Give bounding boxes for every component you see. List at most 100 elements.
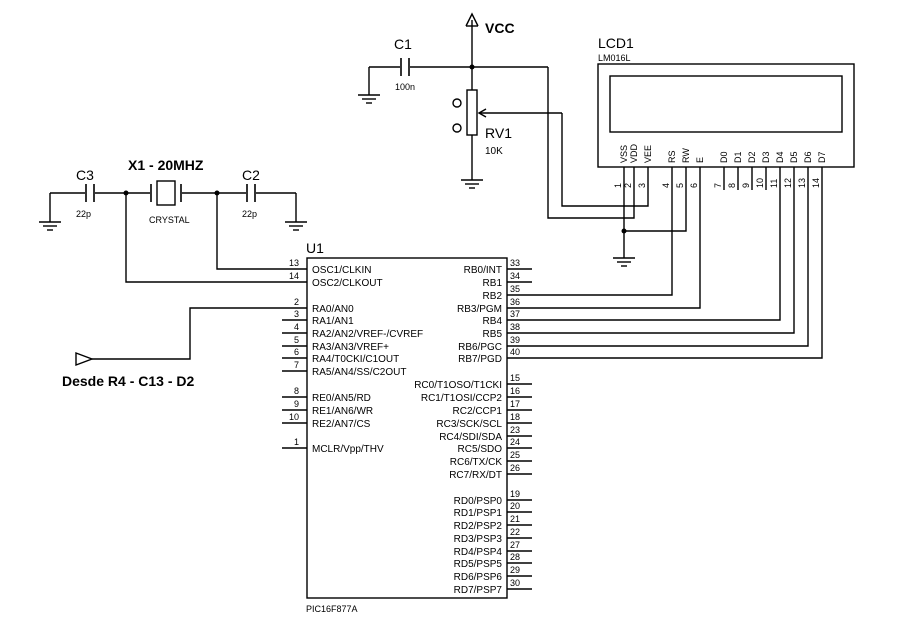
mcu-right-pin-number: 17	[510, 399, 520, 409]
mcu-left-pin-number: 10	[289, 412, 299, 422]
mcu-left-pin-label: RE1/AN6/WR	[312, 406, 373, 417]
mcu-left-pin-number: 2	[294, 297, 299, 307]
lcd-pin-name: D7	[817, 151, 827, 163]
mcu-right-pin-label: RC3/SCK/SCL	[436, 419, 502, 430]
mcu-left-pin-label: MCLR/Vpp/THV	[312, 444, 384, 455]
lcd-pin-name: D4	[775, 151, 785, 163]
lcd-pin-name: E	[695, 157, 705, 163]
mcu-right-pin-number: 21	[510, 514, 520, 524]
mcu-left-pin-label: RA1/AN1	[312, 316, 354, 327]
mcu-left-pin-number: 7	[294, 360, 299, 370]
capacitor-c1: C1 100n	[358, 36, 548, 104]
lcd-pins: VSS1VDD2VEE3RS4RW5E6D07D18D29D310D411D51…	[613, 143, 827, 190]
mcu-right-pin-number: 37	[510, 309, 520, 319]
pic-mcu: U1 PIC16F877A 13OSC1/CLKIN14OSC2/CLKOUT2…	[282, 240, 532, 614]
c2-value: 22p	[242, 209, 257, 219]
lcd-pin-number: 8	[727, 183, 737, 188]
mcu-right-pin-label: RB0/INT	[464, 265, 502, 276]
mcu-right-pin-number: 27	[510, 540, 520, 550]
mcu-right-pin-number: 22	[510, 527, 520, 537]
mcu-left-pin-label: OSC1/CLKIN	[312, 265, 371, 276]
mcu-left-pin-label: RE2/AN7/CS	[312, 419, 371, 430]
potentiometer-rv1: RV1 10K	[452, 67, 562, 189]
mcu-right-pin-number: 34	[510, 271, 520, 281]
mcu-right-pin-label: RD6/PSP6	[454, 572, 503, 583]
mcu-right-pin-label: RC7/RX/DT	[449, 470, 502, 481]
input-label: Desde R4 - C13 - D2	[62, 373, 194, 389]
mcu-right-pin-number: 20	[510, 501, 520, 511]
portb-lcd-wires	[532, 190, 823, 359]
mcu-right-pin-number: 19	[510, 489, 520, 499]
mcu-left-pins: 13OSC1/CLKIN14OSC2/CLKOUT2RA0/AN03RA1/AN…	[282, 258, 423, 455]
lcd-pin-number: 5	[675, 183, 685, 188]
portb-wire	[532, 190, 781, 321]
mcu-right-pin-label: RB2	[483, 291, 503, 302]
mcu-right-pin-number: 15	[510, 373, 520, 383]
lcd-screen	[609, 75, 843, 133]
input-signal: Desde R4 - C13 - D2	[62, 307, 282, 389]
rv1-ref: RV1	[485, 125, 512, 141]
lcd-pin-number: 10	[755, 178, 765, 188]
lcd-pin-name: VEE	[643, 145, 653, 163]
rv1-value: 10K	[485, 146, 503, 157]
c1-value: 100n	[395, 82, 415, 92]
mcu-left-pin-label: RA5/AN4/SS/C2OUT	[312, 367, 406, 378]
mcu-right-pin-label: RC1/T1OSI/CCP2	[421, 393, 503, 404]
mcu-right-pin-number: 36	[510, 297, 520, 307]
crystal-ref: X1 - 20MHZ	[128, 157, 204, 173]
lcd-pin-name: D0	[719, 151, 729, 163]
lcd-pin-name: VSS	[619, 145, 629, 163]
lcd-pin-number: 12	[783, 178, 793, 188]
mcu-left-pin-number: 9	[294, 399, 299, 409]
mcu-left-pin-number: 3	[294, 309, 299, 319]
mcu-left-pin-label: RA2/AN2/VREF-/CVREF	[312, 329, 423, 340]
mcu-left-pin-number: 8	[294, 386, 299, 396]
mcu-body	[306, 257, 508, 599]
mcu-right-pin-number: 16	[510, 386, 520, 396]
mcu-right-pin-number: 24	[510, 437, 520, 447]
mcu-left-pin-number: 14	[289, 271, 299, 281]
lcd-module: LCD1 LM016L VSS1VDD2VEE3RS4RW5E6D07D18D2…	[597, 35, 855, 190]
mcu-right-pin-label: RC0/T1OSO/T1CKI	[414, 380, 502, 391]
lcd-pin-number: 4	[661, 183, 671, 188]
c3-value: 22p	[76, 209, 91, 219]
mcu-right-pin-label: RD1/PSP1	[454, 508, 503, 519]
crystal-section: X1 - 20MHZ CRYSTAL C3 22p C2 22p	[39, 157, 307, 283]
mcu-left-pin-number: 13	[289, 258, 299, 268]
mcu-right-pin-number: 28	[510, 552, 520, 562]
portb-wire	[532, 190, 823, 359]
mcu-right-pin-label: RB3/PGM	[457, 304, 502, 315]
mcu-left-pin-label: OSC2/CLKOUT	[312, 278, 383, 289]
lcd-model: LM016L	[598, 53, 631, 63]
lcd-pin-number: 3	[637, 183, 647, 188]
lcd-pin-number: 14	[811, 178, 821, 188]
mcu-right-pin-label: RC6/TX/CK	[450, 457, 503, 468]
mcu-left-pin-number: 1	[294, 437, 299, 447]
mcu-right-pin-label: RD2/PSP2	[454, 521, 503, 532]
mcu-right-pin-number: 33	[510, 258, 520, 268]
mcu-right-pin-number: 35	[510, 284, 520, 294]
mcu-left-pin-label: RA4/T0CKI/C1OUT	[312, 354, 399, 365]
portb-wire	[532, 190, 809, 347]
mcu-right-pin-label: RC4/SDI/SDA	[439, 432, 502, 443]
mcu-left-pin-number: 4	[294, 322, 299, 332]
mcu-right-pin-label: RD4/PSP4	[454, 547, 503, 558]
mcu-left-pin-number: 6	[294, 347, 299, 357]
mcu-part: PIC16F877A	[306, 604, 358, 614]
mcu-right-pin-label: RD3/PSP3	[454, 534, 503, 545]
mcu-right-pin-label: RC2/CCP1	[453, 406, 503, 417]
mcu-right-pin-label: RD7/PSP7	[454, 585, 503, 596]
mcu-right-pin-number: 40	[510, 347, 520, 357]
lcd-pin-name: RW	[681, 148, 691, 163]
mcu-right-pin-label: RB1	[483, 278, 503, 289]
mcu-right-pin-number: 30	[510, 578, 520, 588]
c1-ref: C1	[394, 36, 412, 52]
lcd-pin-number: 2	[623, 183, 633, 188]
mcu-right-pin-number: 23	[510, 425, 520, 435]
mcu-right-pin-label: RB4	[483, 316, 503, 327]
mcu-right-pin-number: 26	[510, 463, 520, 473]
mcu-right-pin-label: RB7/PGD	[458, 354, 502, 365]
mcu-right-pin-label: RC5/SDO	[458, 444, 503, 455]
